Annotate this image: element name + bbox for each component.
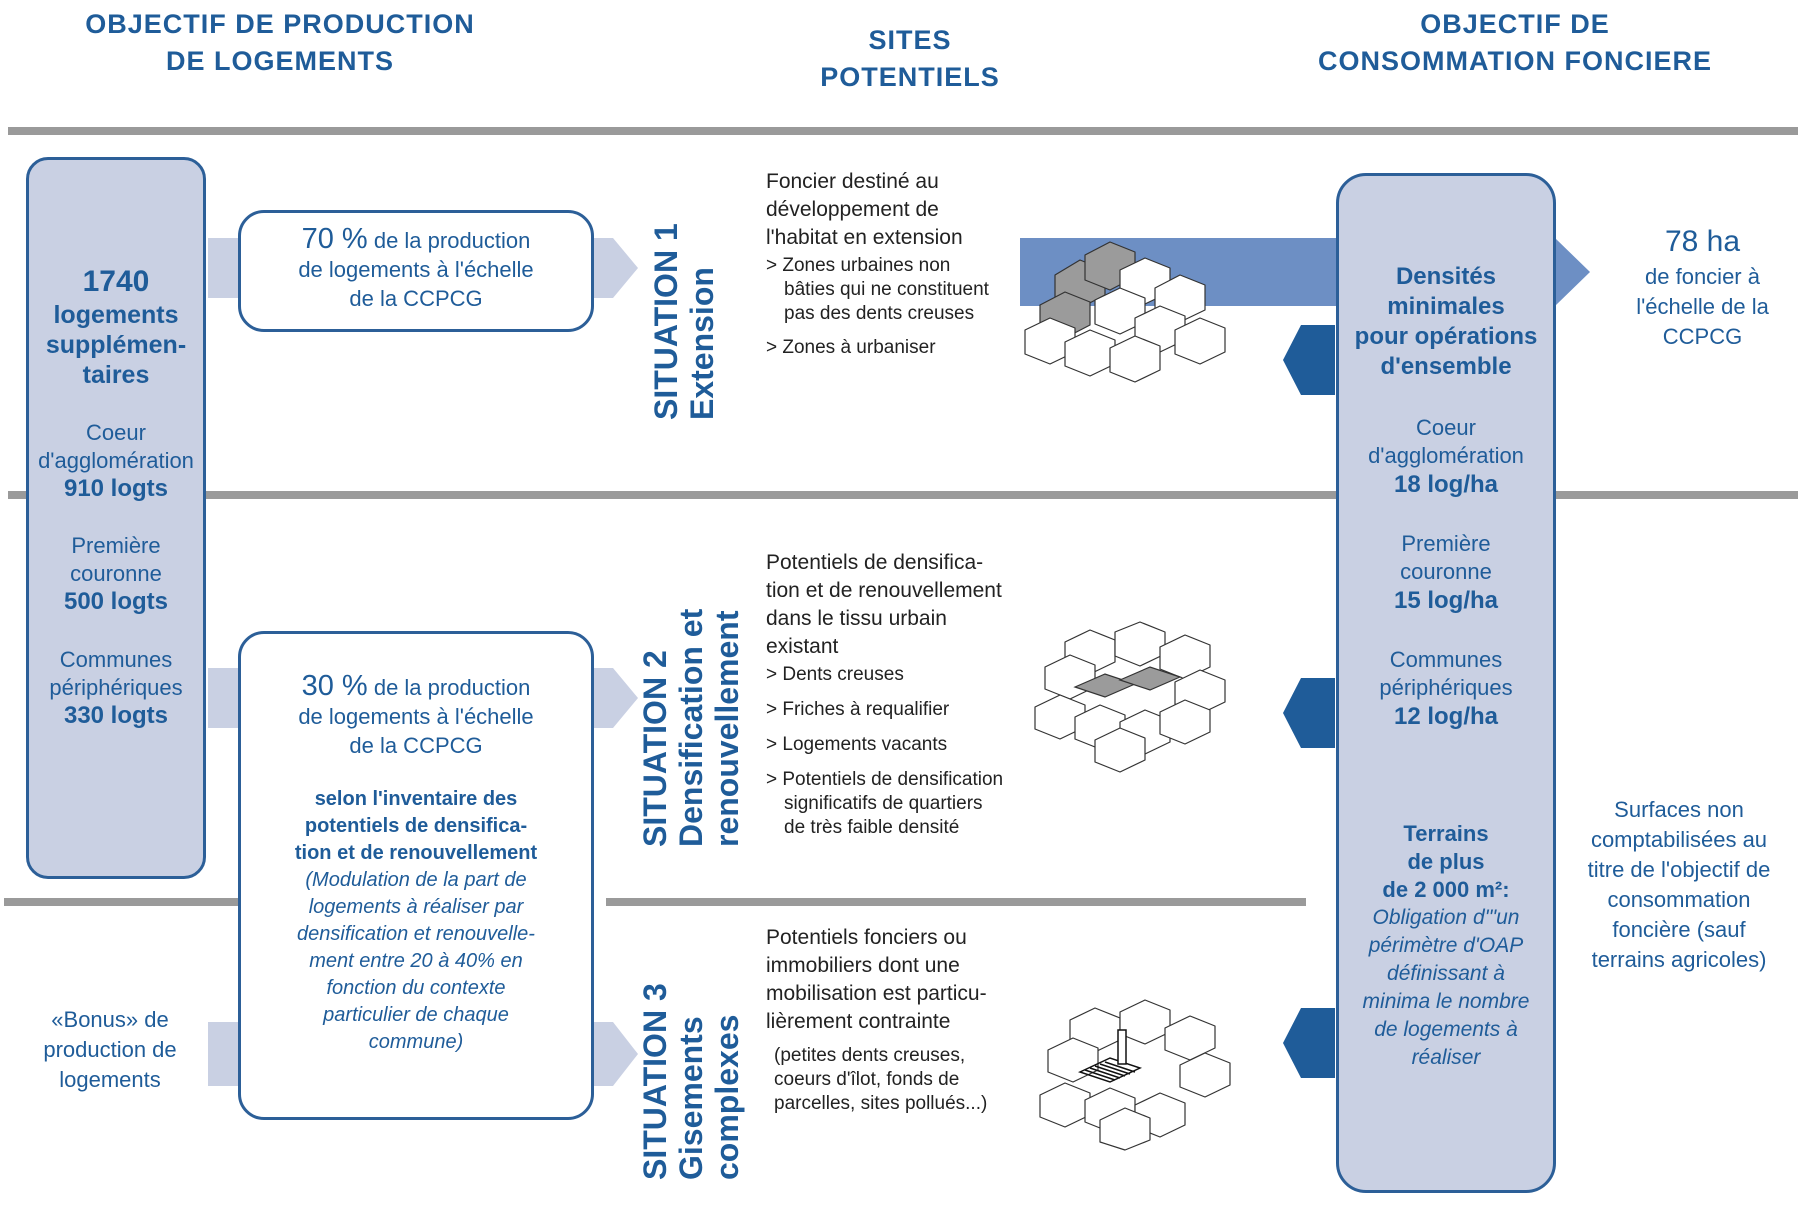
total-value: 1740: [82, 265, 150, 298]
result-value: 78 ha: [1664, 225, 1741, 258]
divider-middle: [8, 491, 1798, 499]
back-arrow-3: [1283, 1008, 1335, 1078]
situation-1-desc: Foncier destiné au développement de l'ha…: [766, 168, 1036, 360]
back-arrow-2: [1283, 678, 1335, 748]
header-production: OBJECTIF DE PRODUCTION DE LOGEMENTS: [85, 9, 475, 76]
share-box-30: 30 % de la production de logements à l'é…: [238, 631, 594, 1120]
situation-2-title: SITUATION 2 Densification et renouvellem…: [637, 608, 745, 847]
back-arrow-1: [1283, 325, 1335, 395]
situation-2-desc: Potentiels de densifica- tion et de reno…: [766, 549, 1046, 840]
land-consumption-result: 78 ha de foncier à l'échelle de la CCPCG: [1600, 222, 1798, 352]
divider-top: [8, 127, 1798, 135]
production-panel: [26, 157, 206, 879]
density-communes: Communes périphériques 12 log/ha: [1379, 647, 1513, 730]
group-coeur: Coeur d'agglomération 910 logts: [38, 420, 194, 502]
divider-lower-center: [606, 898, 1306, 906]
situation-1-item: > Zones urbaines non bâties qui ne const…: [766, 255, 989, 324]
share-pct: 70 %: [301, 223, 368, 255]
group-communes: Communes périphériques 330 logts: [49, 647, 183, 729]
density-premiere-couronne: Première couronne 15 log/ha: [1393, 531, 1499, 614]
situation-3-desc: Potentiels fonciers ou immobiliers dont …: [766, 924, 1046, 1116]
situation-2-item: > Friches à requalifier: [766, 699, 950, 720]
share-pct: 30 %: [301, 670, 368, 702]
header-consommation: OBJECTIF DE CONSOMMATION FONCIERE: [1318, 9, 1712, 76]
houses-complex-illustration: [1039, 999, 1231, 1151]
group-premiere-couronne: Première couronne 500 logts: [63, 533, 169, 615]
situation-2-item: > Logements vacants: [766, 734, 948, 755]
houses-extension-illustration: [1024, 241, 1226, 383]
total-label: logements supplémen- taires: [45, 301, 187, 389]
terrains-note: Terrains de plus de 2 000 m²: Obligation…: [1362, 821, 1530, 1069]
density-title: Densités minimales pour opérations d'ens…: [1354, 263, 1538, 380]
situation-1-title: SITUATION 1 Extension: [648, 223, 720, 420]
header-sites: SITES POTENTIELS: [820, 25, 1000, 92]
share-box-70: 70 % de la production de logements à l'é…: [238, 210, 594, 332]
situation-3-title: SITUATION 3 Gisements complexes: [637, 983, 745, 1180]
situation-2-item: > Potentiels de densification significat…: [766, 769, 1004, 838]
bonus-label: «Bonus» de production de logements: [43, 1007, 177, 1092]
modulation-note: (Modulation de la part de logements à ré…: [297, 869, 535, 1053]
situation-2-item: > Dents creuses: [766, 664, 904, 685]
situation-1-item: > Zones à urbaniser: [766, 337, 936, 358]
houses-densification-illustration: [1034, 621, 1226, 773]
density-coeur: Coeur d'agglomération 18 log/ha: [1368, 415, 1524, 498]
situation-3-item: (petites dents creuses, coeurs d'îlot, f…: [774, 1045, 988, 1114]
excluded-surfaces-note: Surfaces non comptabilisées au titre de …: [1587, 797, 1771, 972]
density-panel: [1336, 173, 1556, 1193]
production-total: 1740 logements supplémen- taires: [26, 264, 206, 390]
inventory-note: selon l'inventaire des potentiels de den…: [294, 788, 538, 864]
divider-lower-left: [4, 898, 242, 906]
